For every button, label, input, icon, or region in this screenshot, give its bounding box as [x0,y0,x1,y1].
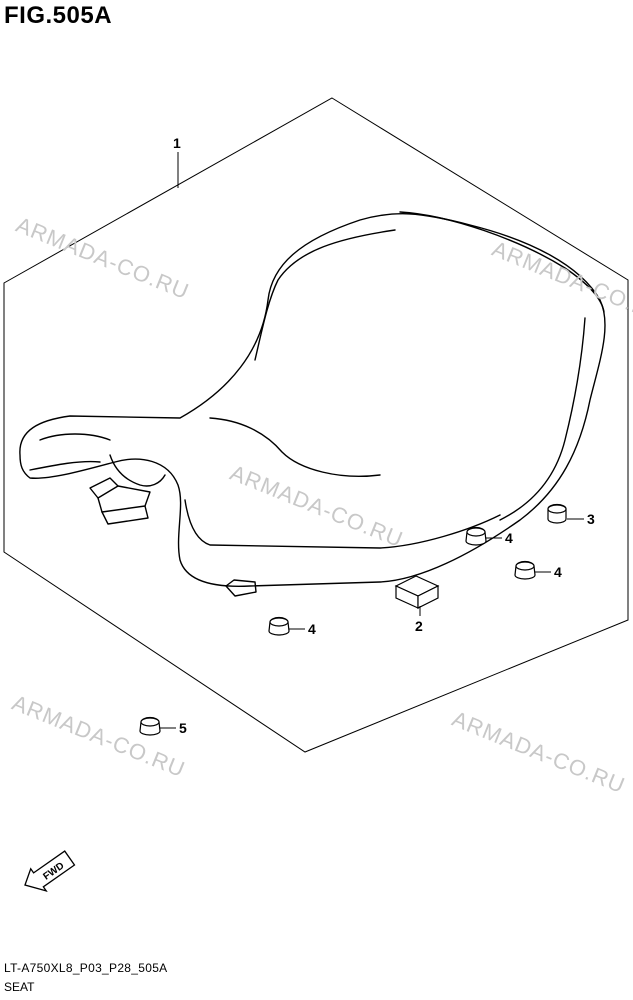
part-4-cushion-c [268,616,290,636]
seat-drawing [19,211,606,597]
callout-4a: 4 [505,530,513,546]
part-3-cushion [547,503,567,524]
callout-5: 5 [179,720,187,736]
callout-1: 1 [173,135,181,151]
diagram-name: SEAT [4,980,35,994]
leader-lines [160,152,584,729]
part-2-block [394,575,440,609]
assembly-outline [3,97,629,753]
part-4-cushion-a [465,526,487,546]
fwd-arrow-icon: FWD [24,850,76,893]
figure-title: FIG.505A [4,2,113,29]
part-5-cushion [139,716,161,736]
callout-4b: 4 [554,564,562,580]
callout-2: 2 [415,618,423,634]
callout-4c: 4 [308,621,316,637]
callout-3: 3 [587,511,595,527]
diagram-code: LT-A750XL8_P03_P28_505A [4,961,168,975]
part-4-cushion-b [514,560,536,580]
